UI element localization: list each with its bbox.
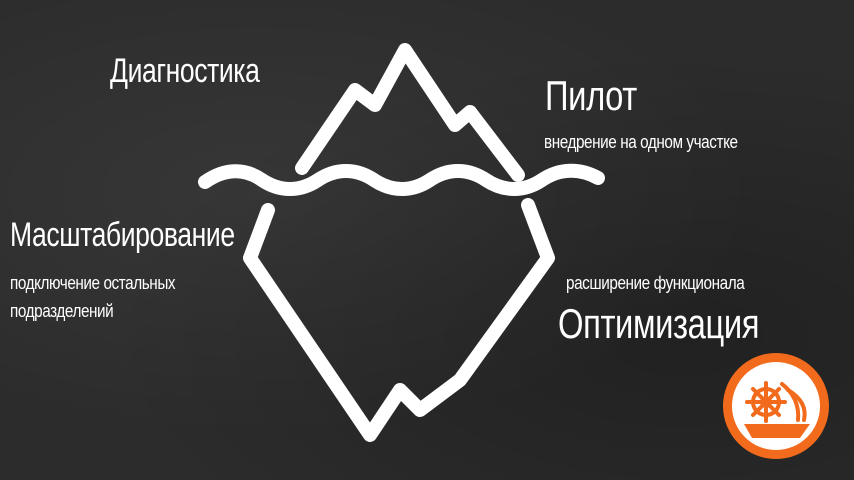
stage-scaling-title: Масштабирование [10, 216, 235, 254]
stage-pilot-title: Пилот [545, 72, 637, 119]
waterline [198, 163, 605, 196]
stage-diagnostics-title: Диагностика [110, 52, 260, 90]
stage-optimization-subtitle: расширение функционала [566, 273, 745, 293]
stage-optimization-title: Оптимизация [558, 300, 760, 347]
iceberg-tip [295, 43, 525, 182]
stage-pilot-subtitle: внедрение на одном участке [544, 132, 738, 152]
stage-scaling-subtitle-line1: подключение остальных [10, 273, 176, 293]
iceberg-underwater [243, 198, 555, 442]
ship-wheel-logo-icon [723, 353, 829, 459]
stage-scaling-subtitle-line2: подразделений [10, 301, 114, 321]
